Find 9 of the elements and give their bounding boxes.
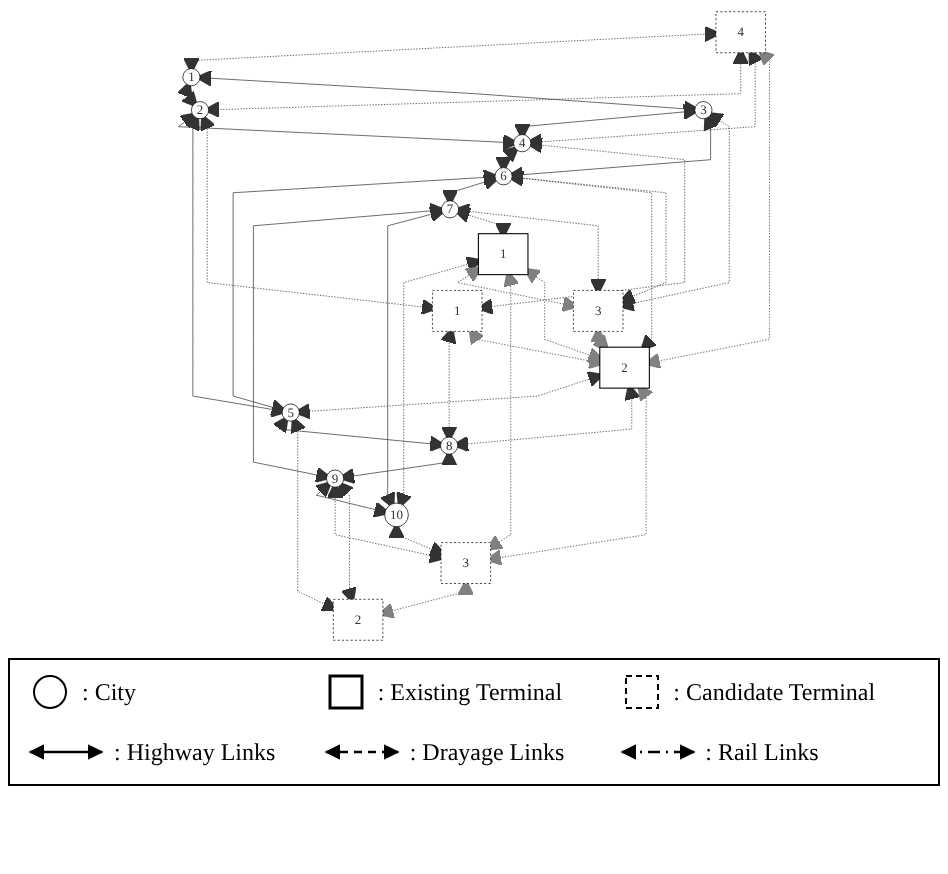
- legend-label: : Highway Links: [114, 737, 276, 767]
- legend-label: : Existing Terminal: [377, 677, 563, 707]
- arrow: [486, 269, 520, 550]
- arrow: [495, 144, 520, 172]
- arrow: [177, 79, 199, 107]
- legend-label: : Rail Links: [705, 737, 819, 767]
- legend-label: : Drayage Links: [409, 737, 565, 767]
- legend-label: : City: [82, 677, 137, 707]
- legend-label: : Candidate Terminal: [673, 677, 876, 707]
